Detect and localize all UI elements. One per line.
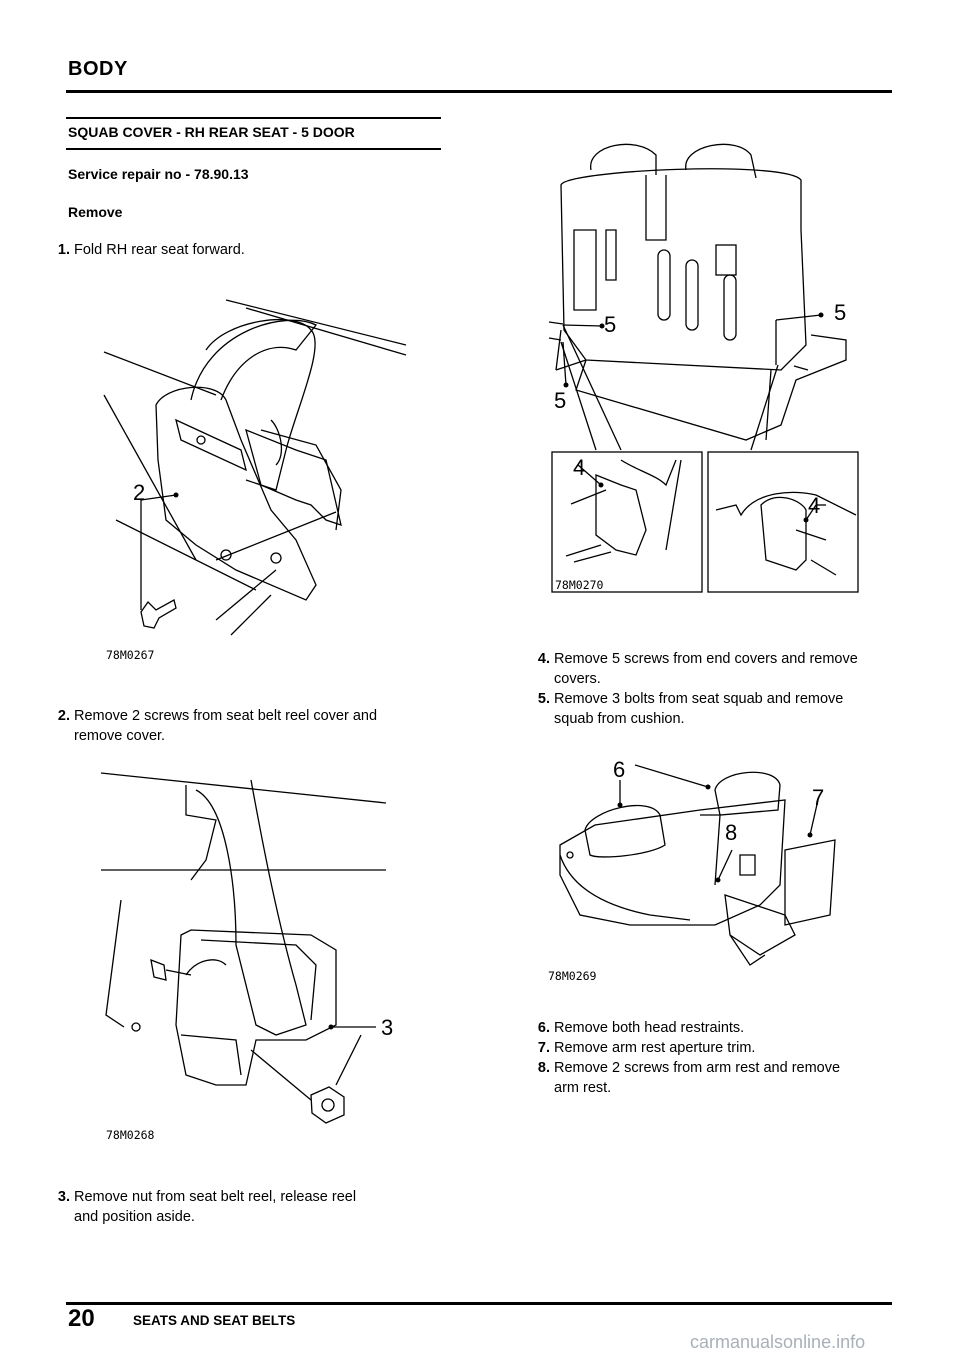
callout-5-left: 5 xyxy=(604,312,617,337)
figure-code: 78M0269 xyxy=(548,969,597,983)
step-line: covers. xyxy=(554,671,601,687)
leader-dot xyxy=(715,877,721,883)
procedure-title: SQUAB COVER - RH REAR SEAT - 5 DOOR xyxy=(68,124,355,140)
leader-dot xyxy=(599,323,605,329)
leader-dot xyxy=(807,832,813,838)
step-line: Remove nut from seat belt reel, release … xyxy=(74,1189,357,1205)
step-4: 4. Remove 5 screws from end covers and r… xyxy=(516,649,936,691)
step-text: Fold RH rear seat forward. xyxy=(74,242,245,258)
footer-rule xyxy=(66,1302,892,1305)
step-5: 5. Remove 3 bolts from seat squab and re… xyxy=(516,689,936,731)
step-line: Remove 3 bolts from seat squab and remov… xyxy=(554,691,844,707)
leader-dot xyxy=(818,312,824,318)
step-text: Remove both head restraints. xyxy=(554,1020,745,1036)
callout-5-lower: 5 xyxy=(554,388,567,413)
title-rule-bottom xyxy=(66,148,441,150)
figure-code: 78M0268 xyxy=(106,1128,155,1142)
seat-belt-reel-illustration xyxy=(100,772,387,1124)
step-line: remove cover. xyxy=(74,728,166,744)
step-line: Remove 5 screws from end covers and remo… xyxy=(554,651,858,667)
title-rule-top xyxy=(66,117,441,119)
step-line: squab from cushion. xyxy=(554,711,685,727)
step-2: 2. Remove 2 screws from seat belt reel c… xyxy=(36,706,456,748)
step-text: Remove nut from seat belt reel, release … xyxy=(74,1187,356,1227)
callout-4-left: 4 xyxy=(573,455,586,480)
callout-5-right: 5 xyxy=(834,300,847,325)
leader-dot xyxy=(328,1024,334,1030)
step-number: 8. xyxy=(537,1060,550,1076)
seat-belt-reel-cover-illustration xyxy=(103,299,407,636)
figure-78M0267: 2 78M0267 xyxy=(96,290,426,670)
step-number: 6. xyxy=(537,1020,550,1036)
chapter-title: SEATS AND SEAT BELTS xyxy=(133,1313,296,1328)
step-number: 5. xyxy=(537,691,550,707)
leader-dot xyxy=(617,802,623,808)
step-number: 2. xyxy=(57,708,70,724)
figure-78M0268: 3 78M0268 xyxy=(96,765,426,1150)
step-text: Remove 3 bolts from seat squab and remov… xyxy=(554,689,843,729)
header-rule xyxy=(66,90,892,93)
leader-dot xyxy=(563,382,569,388)
callout-3: 3 xyxy=(381,1015,394,1040)
leader-dot xyxy=(705,784,711,790)
leader-dot xyxy=(598,482,604,488)
callout-2: 2 xyxy=(133,480,146,505)
step-number: 7. xyxy=(537,1040,550,1056)
step-number: 4. xyxy=(537,651,550,667)
figure-78M0270: 5 5 5 4 4 78M0270 xyxy=(516,130,866,600)
step-line: and position aside. xyxy=(74,1209,195,1225)
figure-code: 78M0267 xyxy=(106,648,155,662)
figure-code: 78M0270 xyxy=(555,578,604,592)
callout-6: 6 xyxy=(613,757,626,782)
watermark: carmanualsonline.info xyxy=(690,1332,866,1352)
step-text: Remove 2 screws from arm rest and remove… xyxy=(554,1058,840,1098)
step-text: Remove 5 screws from end covers and remo… xyxy=(554,649,858,689)
step-number: 1. xyxy=(57,242,70,258)
page-number: 20 xyxy=(68,1305,95,1332)
step-7: 7. Remove arm rest aperture trim. xyxy=(516,1038,936,1060)
head-restraints-arm-rest-illustration xyxy=(559,764,836,966)
callout-4-right: 4 xyxy=(808,493,821,518)
remove-heading: Remove xyxy=(68,204,123,220)
step-number: 3. xyxy=(57,1189,70,1205)
step-6: 6. Remove both head restraints. xyxy=(516,1018,936,1040)
callout-8: 8 xyxy=(725,820,738,845)
step-3: 3. Remove nut from seat belt reel, relea… xyxy=(36,1187,456,1229)
step-line: Remove 2 screws from seat belt reel cove… xyxy=(74,708,378,724)
service-repair-number: Service repair no - 78.90.13 xyxy=(68,166,249,182)
step-text: Remove arm rest aperture trim. xyxy=(554,1040,756,1056)
step-line: Remove 2 screws from arm rest and remove xyxy=(554,1060,841,1076)
rear-seat-end-covers-illustration xyxy=(548,143,859,593)
callout-7: 7 xyxy=(812,785,825,810)
step-8: 8. Remove 2 screws from arm rest and rem… xyxy=(516,1058,936,1100)
leader-dot xyxy=(803,517,809,523)
section-title: BODY xyxy=(68,58,128,80)
figure-78M0269: 6 7 8 78M0269 xyxy=(540,755,860,995)
step-1: 1. Fold RH rear seat forward. xyxy=(36,240,436,262)
step-line: arm rest. xyxy=(554,1080,612,1096)
leader-dot xyxy=(173,492,179,498)
step-text: Remove 2 screws from seat belt reel cove… xyxy=(74,706,377,746)
